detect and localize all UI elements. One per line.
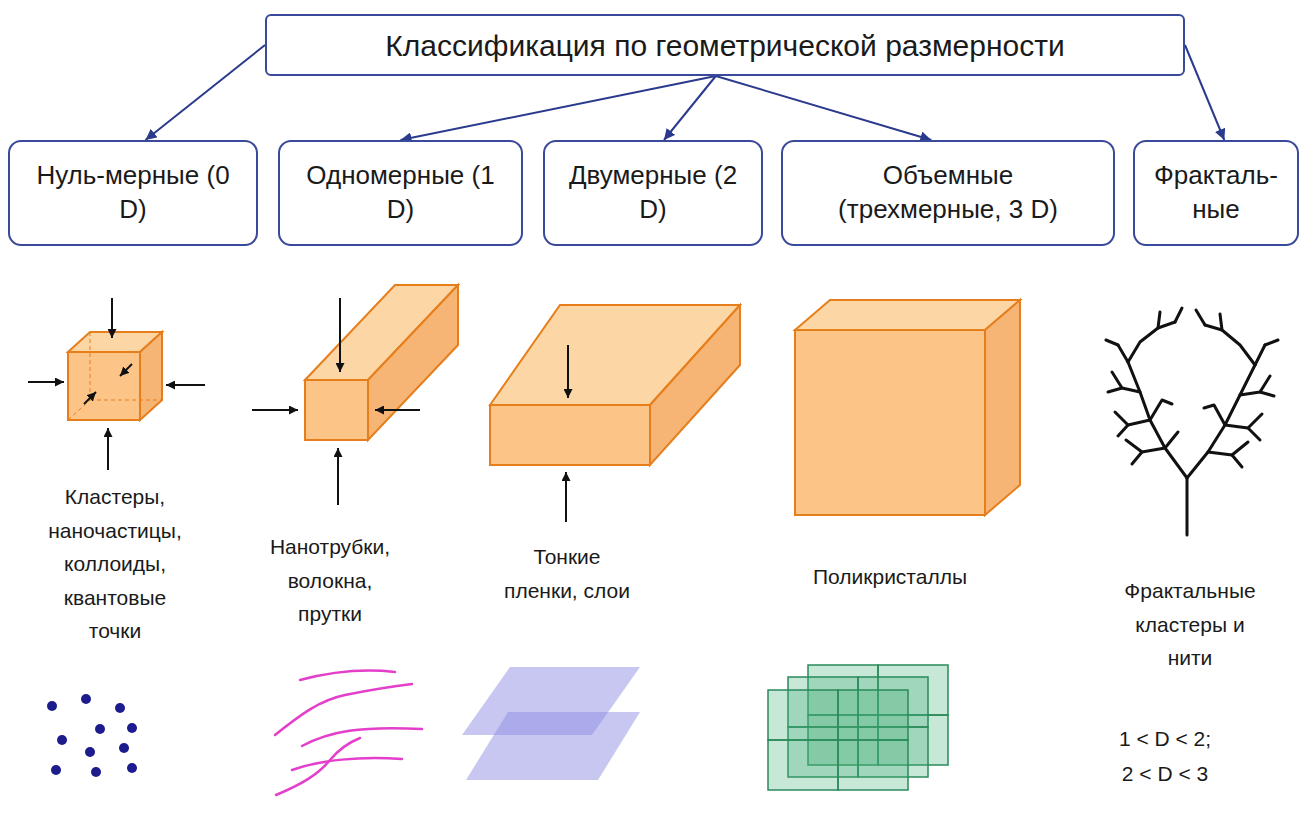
category-box: Одномерные (1 D)	[278, 140, 523, 246]
category-box: Объемные (трехмерные, 3 D)	[781, 140, 1115, 246]
fractal-tree	[1106, 308, 1278, 535]
cube-3d	[795, 300, 1020, 515]
node-text: Классификация по геометрической размерно…	[385, 26, 1064, 65]
compress-arrows	[566, 345, 568, 522]
title-box: Классификация по геометрической размерно…	[265, 14, 1185, 76]
connector-arrow	[401, 76, 716, 140]
connector-arrow	[1185, 45, 1224, 140]
compress-arrows	[28, 298, 205, 470]
example-label: Тонкие пленки, слои	[500, 540, 635, 607]
quantum-dots	[47, 694, 137, 777]
category-box: Фракталь- ные	[1133, 140, 1299, 246]
bar-1d	[305, 285, 458, 440]
connector-arrow	[664, 76, 716, 140]
node-text: Фракталь- ные	[1143, 159, 1289, 227]
example-label: Фрактальные кластеры и нити	[1120, 574, 1260, 675]
connector-arrow	[146, 45, 266, 140]
compress-arrows	[252, 298, 420, 505]
node-text: Одномерные (1 D)	[301, 159, 501, 227]
connector-arrow	[716, 76, 932, 140]
category-box: Нуль-мерные (0 D)	[8, 140, 258, 246]
nanotubes-lines	[275, 670, 422, 795]
node-text: Объемные (трехмерные, 3 D)	[818, 159, 1078, 227]
dimension-label: 2 < D < 3	[1100, 757, 1230, 791]
node-text: Двумерные (2 D)	[563, 159, 743, 227]
node-text: Нуль-мерные (0 D)	[33, 159, 233, 227]
example-label: Поликристаллы	[790, 560, 990, 594]
thin-films	[462, 667, 640, 780]
cube-0d	[68, 332, 162, 420]
category-box: Двумерные (2 D)	[543, 140, 763, 246]
slab-2d	[490, 305, 740, 465]
example-label: Нанотрубки, волокна, прутки	[260, 530, 400, 631]
dimension-label: 1 < D < 2;	[1100, 722, 1230, 756]
polycrystal-grid	[768, 665, 948, 790]
example-label: Кластеры, наночастицы, коллоиды, квантов…	[43, 480, 188, 648]
